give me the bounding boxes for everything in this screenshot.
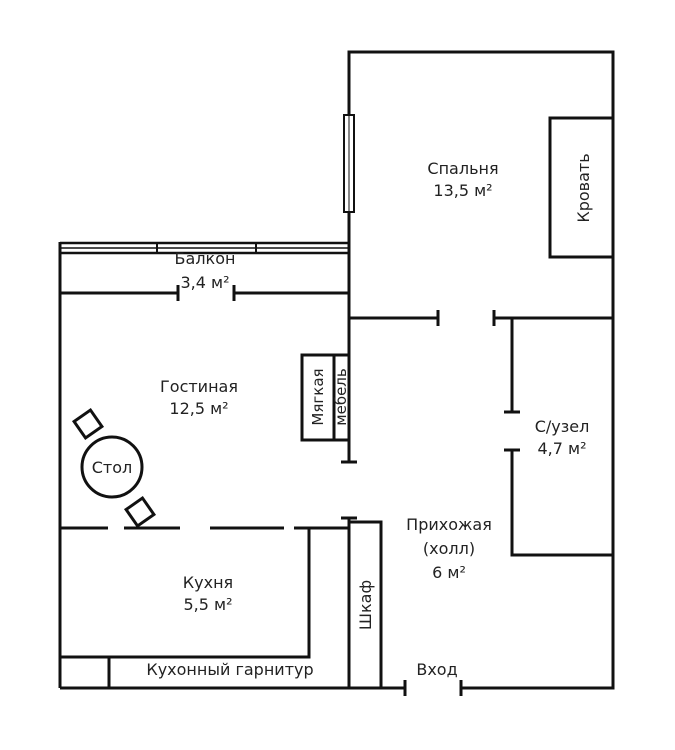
- kitchen-area: 5,5 м²: [183, 595, 232, 614]
- kitchen-set-label: Кухонный гарнитур: [146, 660, 313, 679]
- furniture: Кровать Мягкая мебель Стол Шкаф Кухонный…: [71, 116, 615, 690]
- sofa: [300, 353, 351, 442]
- hall-area: 6 м²: [432, 563, 466, 582]
- room-labels: Спальня 13,5 м² Балкон 3,4 м² Гостиная 1…: [160, 159, 589, 679]
- table-label: Стол: [92, 458, 133, 477]
- bedroom-name: Спальня: [427, 159, 498, 178]
- table: [80, 435, 144, 499]
- hall-subtitle: (холл): [423, 539, 475, 558]
- sofa-label-line2: мебель: [332, 368, 350, 425]
- hall-name: Прихожая: [406, 515, 492, 534]
- entrance-label: Вход: [416, 660, 457, 679]
- wardrobe: [347, 520, 383, 690]
- living-area: 12,5 м²: [169, 399, 228, 418]
- bathroom-wall-lower: [510, 450, 613, 557]
- wardrobe-label: Шкаф: [356, 580, 375, 630]
- walls: [58, 50, 615, 696]
- bedroom-area: 13,5 м²: [433, 181, 492, 200]
- kitchen-counter-edge: [60, 528, 311, 659]
- chair: [123, 495, 157, 529]
- outer-wall-right: [347, 50, 615, 690]
- bathroom-name: С/узел: [535, 417, 590, 436]
- bathroom-area: 4,7 м²: [537, 439, 586, 458]
- balcony-name: Балкон: [175, 249, 236, 268]
- chair: [71, 407, 105, 441]
- bed: [548, 116, 615, 259]
- living-name: Гостиная: [160, 377, 238, 396]
- bed-label: Кровать: [574, 153, 593, 222]
- balcony-area: 3,4 м²: [180, 273, 229, 292]
- kitchen-name: Кухня: [183, 573, 233, 592]
- sofa-label-line1: Мягкая: [309, 368, 327, 425]
